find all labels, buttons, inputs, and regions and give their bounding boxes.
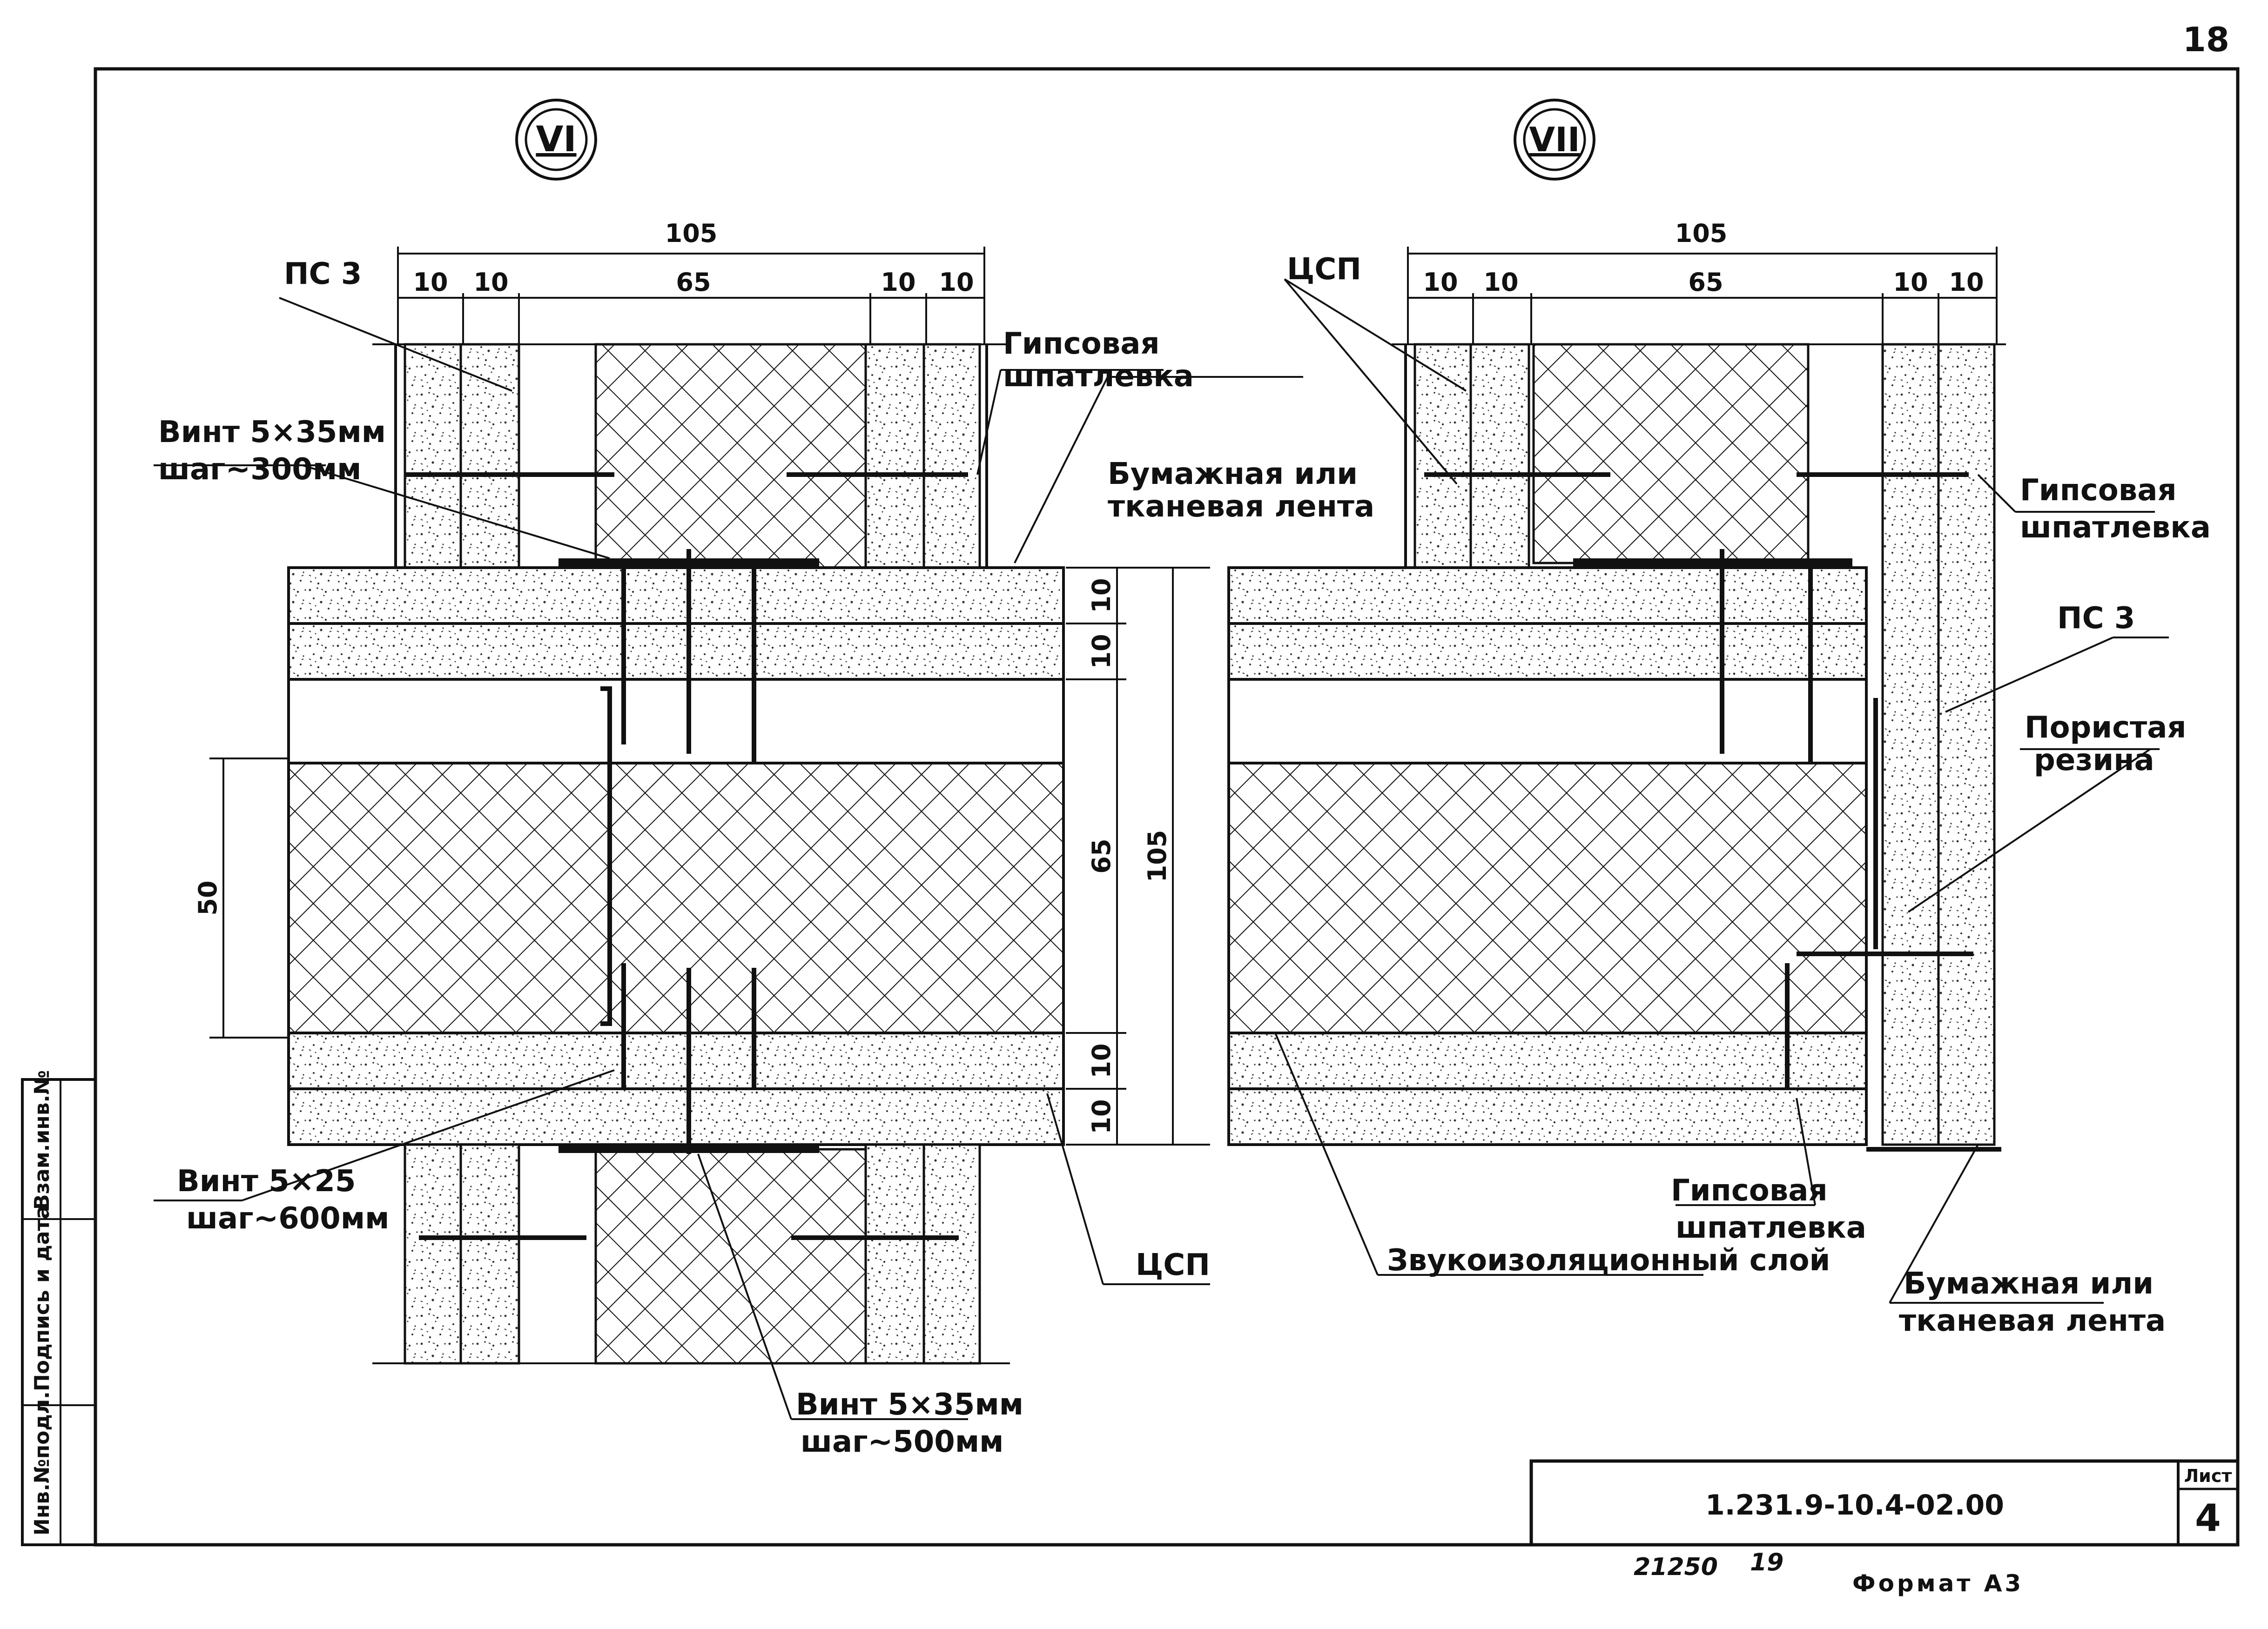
vi-dim-v10c: 10: [1087, 1043, 1116, 1078]
stamp-col-3: Взам.инв.№: [30, 1070, 54, 1210]
vi-label-screw35b-2: шаг~500мм: [801, 1425, 1003, 1459]
vi-leaders: [154, 297, 1303, 1420]
section-vii: VII 105 10 10 65 10 10: [1227, 99, 2211, 1338]
vi-dim-c: 65: [676, 268, 711, 297]
vii-label-tape-1: Бумажная или: [1904, 1267, 2154, 1301]
vi-label-screw35b-1: Винт 5×35мм: [796, 1388, 1023, 1422]
vii-label-sound: Звукоизоляционный слой: [1387, 1243, 1830, 1278]
vii-label-tsp: ЦСП: [1287, 252, 1361, 287]
vi-dim-a: 10: [413, 268, 448, 297]
vi-dim-v65: 65: [1087, 838, 1116, 873]
stamp-col-2: Подпись и дата: [30, 1205, 54, 1391]
page-number: 18: [2183, 20, 2229, 59]
vii-label-gyps2-1: Гипсовая: [1671, 1173, 1828, 1208]
vi-dim-v50: 50: [193, 880, 222, 915]
vi-dim-v10d: 10: [1087, 1099, 1116, 1134]
vi-dim-v105: 105: [1143, 830, 1172, 883]
vi-right-dims: [1066, 567, 1210, 1146]
vi-label-tape-1: Бумажная или: [1108, 457, 1358, 491]
format-label: Формат А3: [1852, 1570, 2024, 1597]
vii-screws: [1424, 472, 1973, 1089]
vi-label-gyps-1: Гипсовая: [1003, 327, 1160, 361]
vii-leaders: [1274, 278, 2169, 1304]
vi-dim-e: 10: [939, 268, 974, 297]
sheet-label: Лист: [2184, 1466, 2232, 1486]
vii-label-ps3: ПС 3: [2057, 601, 2135, 636]
stamp-col-1: Инв.№подл.: [30, 1391, 54, 1535]
section-vii-marker: VII: [1514, 99, 1595, 181]
sheet-number: 4: [2195, 1496, 2221, 1540]
footer-number-2: 19: [1750, 1549, 1783, 1576]
vii-label-gyps2-2: шпатлевка: [1676, 1211, 1866, 1245]
vi-dim-v10a: 10: [1087, 578, 1116, 613]
vii-label-rubber-2: резина: [2034, 743, 2154, 778]
section-vi-marker: VI: [515, 99, 597, 181]
vi-dim-total: 105: [665, 219, 718, 248]
svg-text:VI: VI: [536, 118, 576, 160]
vi-top-dims: [397, 247, 985, 344]
sheet-frame: [94, 67, 2240, 1547]
vi-left-dim: [209, 758, 289, 1039]
vi-label-screw25-2: шаг~600мм: [186, 1201, 389, 1236]
vii-dim-c: 65: [1688, 268, 1723, 297]
vi-dim-v10b: 10: [1087, 634, 1116, 669]
vi-lower-wall: [372, 1143, 1010, 1365]
vii-top-dims: [1407, 247, 1998, 344]
title-block: 1.231.9-10.4-02.00 Лист 4: [1529, 1459, 2240, 1547]
vii-label-gyps-1: Гипсовая: [2020, 473, 2177, 508]
vi-label-tsp: ЦСП: [1136, 1248, 1210, 1282]
section-vi: VI 105 10 10 65 10 10: [154, 99, 1374, 1459]
vi-label-ps3: ПС 3: [284, 257, 362, 291]
svg-text:VII: VII: [1529, 120, 1580, 159]
vi-screws: [405, 472, 968, 1240]
vii-dim-total: 105: [1675, 219, 1728, 248]
vi-upper-wall: [372, 343, 1010, 569]
document-code: 1.231.9-10.4-02.00: [1705, 1489, 2004, 1522]
vii-label-rubber-1: Пористая: [2025, 711, 2187, 745]
vi-dim-b: 10: [473, 268, 508, 297]
vi-label-screw35-1: Винт 5×35мм: [158, 415, 386, 449]
vii-end-wall: [1866, 343, 2001, 1152]
vi-main-wall: [287, 558, 1065, 1153]
vii-dim-b: 10: [1483, 268, 1518, 297]
vi-dim-d: 10: [881, 268, 915, 297]
footer-number: 21250: [1634, 1553, 1718, 1581]
vi-label-tape-2: тканевая лента: [1108, 489, 1374, 524]
vii-label-gyps-2: шпатлевка: [2020, 510, 2211, 545]
vii-dim-a: 10: [1423, 268, 1458, 297]
vii-upper-wall: [1392, 343, 2006, 569]
vii-dim-e: 10: [1949, 268, 1984, 297]
vi-label-screw35-2: шаг~300мм: [158, 452, 361, 487]
vii-dim-d: 10: [1893, 268, 1928, 297]
vii-label-tape-2: тканевая лента: [1899, 1304, 2166, 1338]
vi-label-screw25-1: Винт 5×25: [177, 1164, 356, 1199]
vi-label-gyps-2: шпатлевка: [1003, 359, 1194, 394]
vii-main-wall: [1227, 558, 1868, 1146]
side-stamp: Инв.№подл. Подпись и дата Взам.инв.№: [21, 1070, 97, 1546]
